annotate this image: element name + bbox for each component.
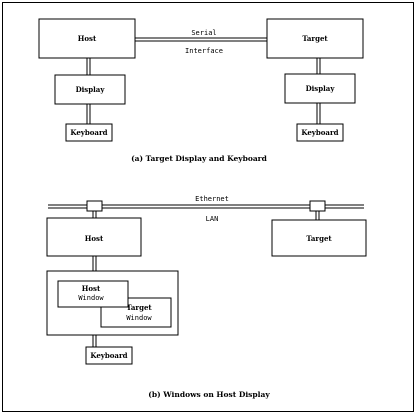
host-window-label-1: Host (82, 284, 101, 293)
target-keyboard-box (296, 123, 344, 142)
diagram-a: Host Target Serial Interface Display Key… (38, 18, 364, 163)
target-box-b (271, 219, 367, 257)
target-display-label: Display (306, 84, 336, 93)
host-window-label-2: Window (78, 294, 104, 302)
serial-label-1: Serial (191, 29, 216, 37)
host-transceiver (86, 200, 103, 212)
host-display-label: Display (76, 85, 106, 94)
target-box (266, 18, 364, 59)
target-label: Target (302, 34, 328, 43)
target-keyboard-label: Keyboard (301, 128, 338, 137)
target-window-label-2: Window (126, 314, 152, 322)
target-window (100, 297, 172, 328)
target-window-label-1: Target (126, 303, 152, 312)
target-transceiver (309, 200, 326, 212)
host-label-b: Host (85, 234, 104, 243)
caption-a: (a) Target Display and Keyboard (131, 154, 268, 163)
keyboard-box-b (85, 346, 133, 365)
host-box-b (46, 217, 142, 257)
diagram-b: Ethernet LAN Host Target Target Window H… (46, 195, 367, 399)
host-keyboard-label: Keyboard (70, 128, 107, 137)
lan-label: LAN (206, 215, 219, 223)
serial-label-2: Interface (185, 47, 223, 55)
figure-frame (2, 2, 414, 412)
ethernet-label: Ethernet (195, 195, 229, 203)
host-keyboard-box (65, 123, 113, 142)
host-window (57, 280, 129, 308)
host-label: Host (78, 34, 97, 43)
target-display-box (284, 73, 356, 104)
keyboard-label-b: Keyboard (90, 351, 127, 360)
caption-b: (b) Windows on Host Display (148, 390, 270, 399)
target-label-b: Target (306, 234, 332, 243)
